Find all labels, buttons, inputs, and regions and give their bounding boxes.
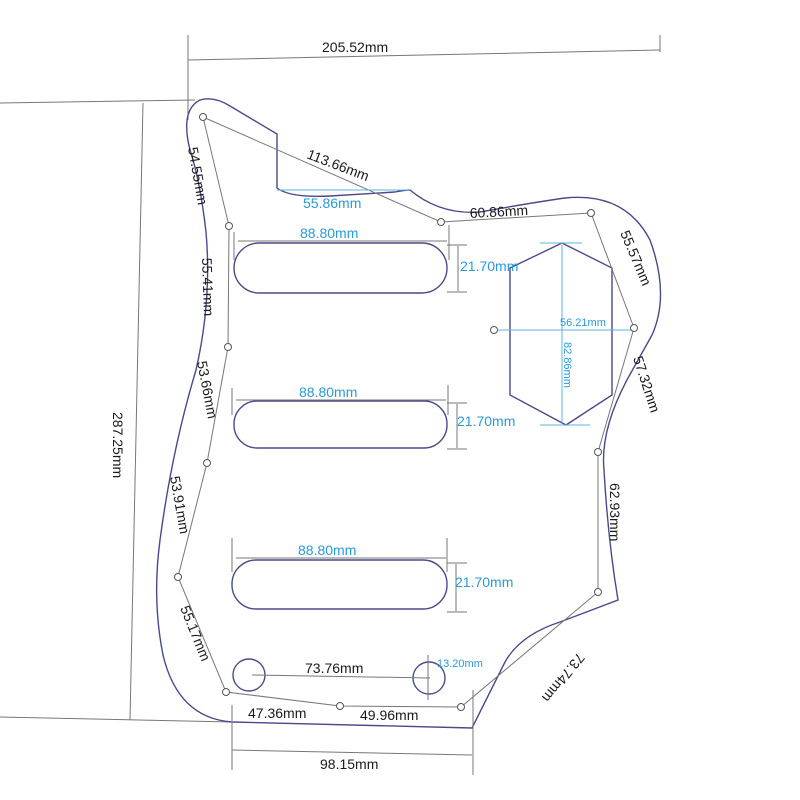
- label-overall-height: 287.25mm: [110, 412, 126, 478]
- screw-hole: [437, 218, 445, 226]
- screw-hole: [199, 113, 207, 121]
- label-left-4: 55.17mm: [177, 603, 214, 663]
- screw-hole: [174, 573, 182, 581]
- pickup-cutout-1: [233, 242, 448, 294]
- screw-hole: [224, 343, 232, 351]
- label-neck-cutout-width: 55.86mm: [303, 195, 361, 211]
- label-knob-spacing: 73.76mm: [305, 660, 363, 676]
- label-left-3: 53.91mm: [167, 475, 193, 535]
- label-knob-diameter: 13.20mm: [437, 658, 483, 670]
- label-right-mid: 57.32mm: [630, 354, 663, 414]
- label-left-2: 53.66mm: [194, 360, 221, 420]
- label-pickup-3-width: 21.70mm: [455, 574, 513, 590]
- label-control-cavity-width: 56.21mm: [560, 317, 606, 329]
- label-pickup-1-width: 21.70mm: [460, 258, 518, 274]
- screw-hole: [630, 324, 638, 332]
- screw-hole: [203, 459, 211, 467]
- screw-hole: [225, 222, 233, 230]
- pickup-cutout-2: [233, 400, 448, 449]
- control-cavity-cutout: [509, 242, 613, 426]
- label-bottom-right-diag: 73.74mm: [539, 650, 588, 705]
- pickup-dimension-lines: [231, 225, 474, 775]
- screw-holes: [174, 113, 638, 711]
- blue-dimension-lines: [277, 189, 632, 426]
- label-pickup-1-length: 88.80mm: [300, 225, 358, 241]
- label-bottom-right-span: 49.96mm: [360, 707, 418, 723]
- label-pickup-3-length: 88.80mm: [298, 542, 356, 558]
- label-right-upper: 55.57mm: [617, 228, 655, 288]
- screw-hole: [222, 688, 230, 696]
- screw-hole: [594, 588, 602, 596]
- label-top-right-span: 60.86mm: [469, 202, 528, 221]
- label-left-1: 55.41mm: [199, 258, 217, 317]
- label-control-cavity-height: 82.86mm: [561, 342, 573, 388]
- pickguard-outline: [155, 98, 662, 729]
- screw-hole: [490, 326, 498, 334]
- screw-path-lines: [177, 116, 635, 708]
- label-top-diagonal: 113.66mm: [305, 146, 372, 184]
- screw-hole: [587, 209, 595, 217]
- overall-dimension-lines: [0, 35, 661, 723]
- screw-hole: [594, 448, 602, 456]
- label-pickup-2-width: 21.70mm: [457, 413, 515, 429]
- label-overall-width: 205.52mm: [322, 39, 388, 55]
- screw-hole: [457, 703, 465, 711]
- label-top-left-edge: 54.55mm: [185, 146, 211, 206]
- pickup-cutout-3: [231, 559, 448, 610]
- label-bottom-left-span: 47.36mm: [248, 705, 306, 721]
- screw-hole: [336, 702, 344, 710]
- label-pickup-2-length: 88.80mm: [299, 384, 357, 400]
- label-right-lower: 62.93mm: [607, 483, 623, 541]
- label-bottom-width: 98.15mm: [320, 756, 378, 772]
